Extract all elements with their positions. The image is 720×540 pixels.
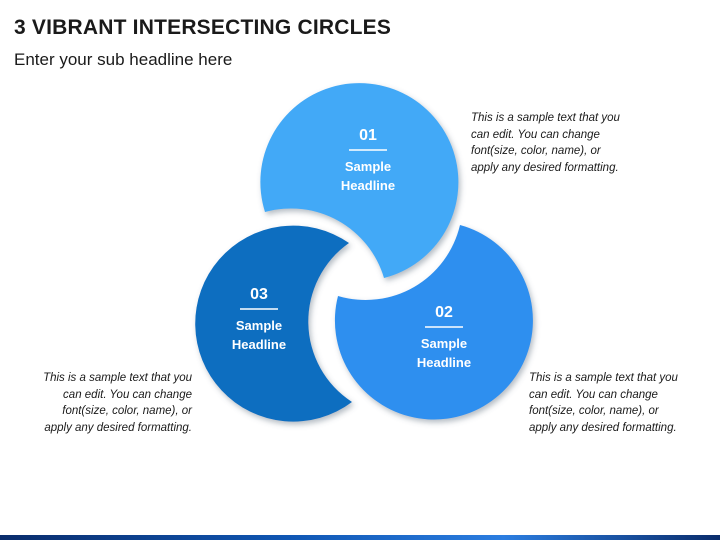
page-title: 3 VIBRANT INTERSECTING CIRCLES [14,16,392,39]
circle-03-number: 03 [250,286,268,303]
circle-02-headline-line2: Headline [417,355,471,370]
circle-01-shape [260,83,459,278]
circle-03-shape [195,225,352,422]
circle-02-description: This is a sample text that you can edit.… [529,372,678,434]
circle-01-description: This is a sample text that you can edit.… [471,112,620,174]
circle-02-number: 02 [435,304,453,321]
circle-01-headline-line1: Sample [345,159,391,174]
circle-02-shape [334,225,533,420]
bottom-accent-bar [0,535,720,540]
circle-03 [195,225,352,422]
circle-03-headline-line2: Headline [232,337,286,352]
circle-03-description: This is a sample text that you can edit.… [43,372,192,434]
circle-02-headline-line1: Sample [421,336,467,351]
circle-02 [334,225,533,420]
page-subtitle: Enter your sub headline here [14,50,233,69]
circle-01-headline-line2: Headline [341,178,395,193]
circle-01 [260,83,459,278]
circle-01-number: 01 [359,127,377,144]
circle-03-headline-line1: Sample [236,318,282,333]
